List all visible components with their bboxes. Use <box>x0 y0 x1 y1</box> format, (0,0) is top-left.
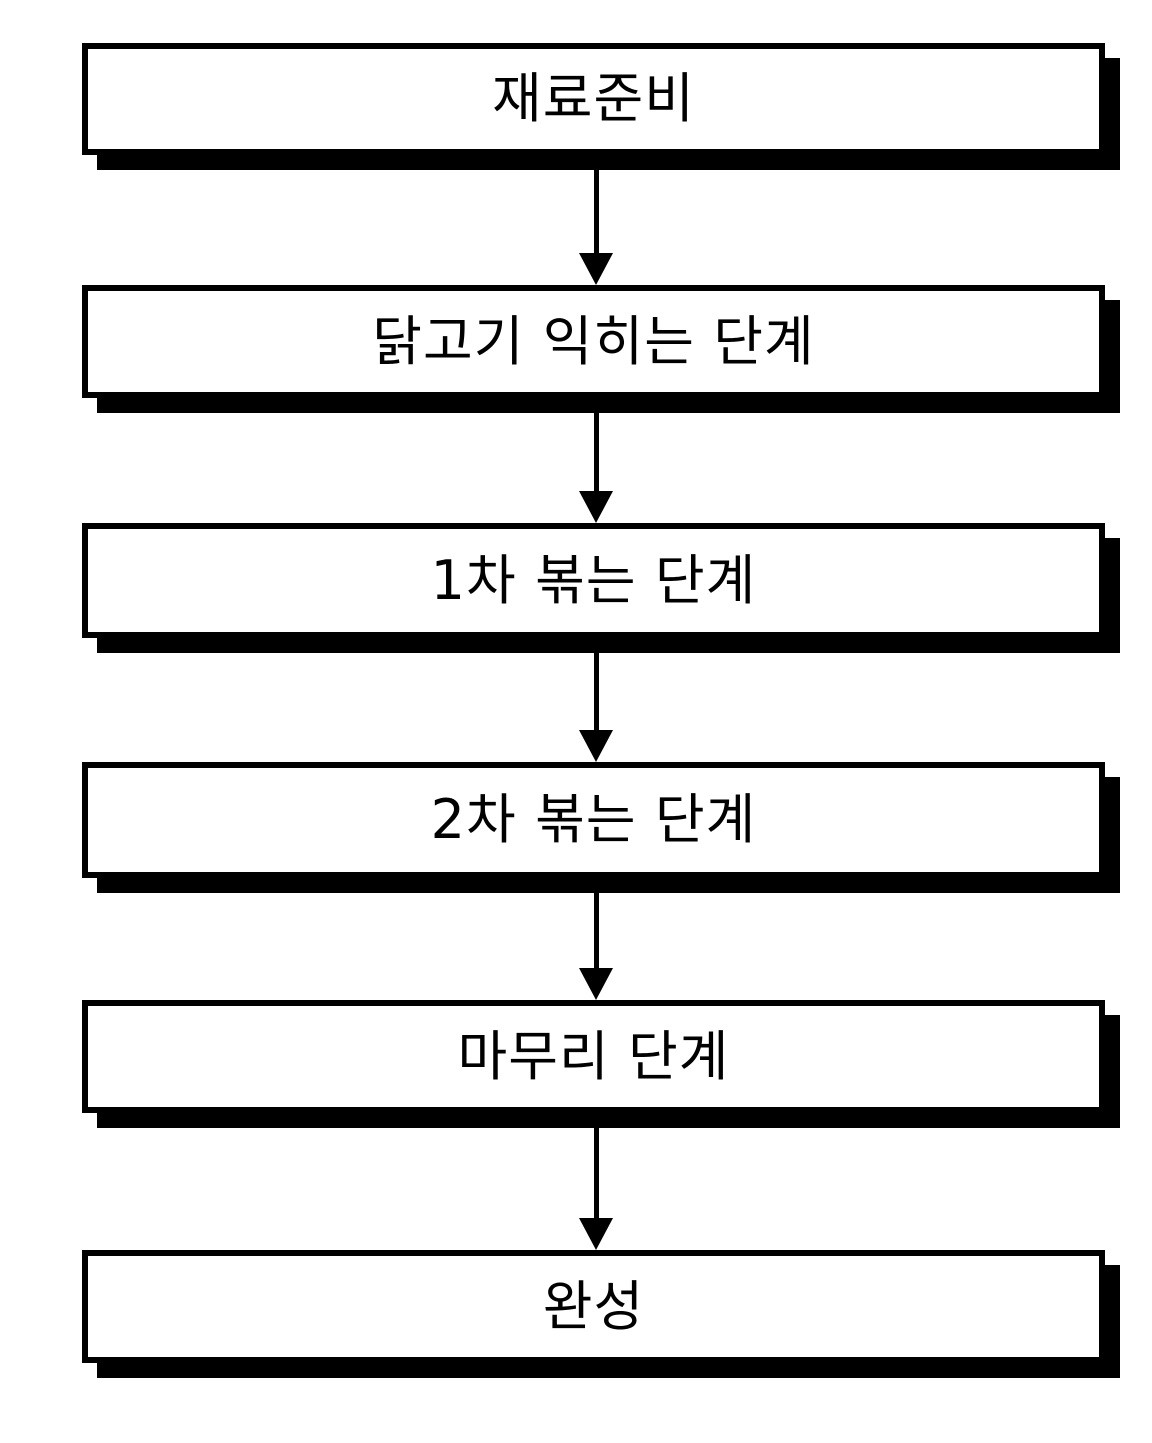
connector-line <box>594 893 599 968</box>
flowchart-node-step-5[interactable]: 마무리 단계 <box>82 1000 1120 1128</box>
node-body: 1차 볶는 단계 <box>82 523 1105 638</box>
node-label: 2차 볶는 단계 <box>430 788 757 851</box>
node-body: 닭고기 익히는 단계 <box>82 285 1105 398</box>
flowchart-connector-arrow-4 <box>579 893 613 1000</box>
node-body: 2차 볶는 단계 <box>82 762 1105 878</box>
flowchart-node-step-3[interactable]: 1차 볶는 단계 <box>82 523 1120 653</box>
flowchart-node-step-1[interactable]: 재료준비 <box>82 43 1120 170</box>
node-label: 재료준비 <box>491 67 696 130</box>
arrow-head-icon <box>579 968 613 1000</box>
flowchart-node-step-6[interactable]: 완성 <box>82 1250 1120 1378</box>
node-label: 마무리 단계 <box>457 1024 730 1088</box>
arrow-head-icon <box>579 1218 613 1250</box>
node-label: 1차 볶는 단계 <box>430 548 757 612</box>
connector-line <box>594 1128 599 1218</box>
flowchart-connector-arrow-3 <box>579 653 613 762</box>
flowchart-node-step-4[interactable]: 2차 볶는 단계 <box>82 762 1120 893</box>
node-body: 마무리 단계 <box>82 1000 1105 1113</box>
node-body: 재료준비 <box>82 43 1105 155</box>
node-label: 완성 <box>542 1274 645 1338</box>
node-body: 완성 <box>82 1250 1105 1363</box>
arrow-head-icon <box>579 730 613 762</box>
flowchart-connector-arrow-5 <box>579 1128 613 1250</box>
connector-line <box>594 170 599 253</box>
arrow-head-icon <box>579 253 613 285</box>
flowchart-connector-arrow-2 <box>579 413 613 523</box>
arrow-head-icon <box>579 491 613 523</box>
node-label: 닭고기 익히는 단계 <box>372 309 815 373</box>
flowchart-node-step-2[interactable]: 닭고기 익히는 단계 <box>82 285 1120 413</box>
connector-line <box>594 653 599 730</box>
connector-line <box>594 413 599 491</box>
flowchart-connector-arrow-1 <box>579 170 613 285</box>
